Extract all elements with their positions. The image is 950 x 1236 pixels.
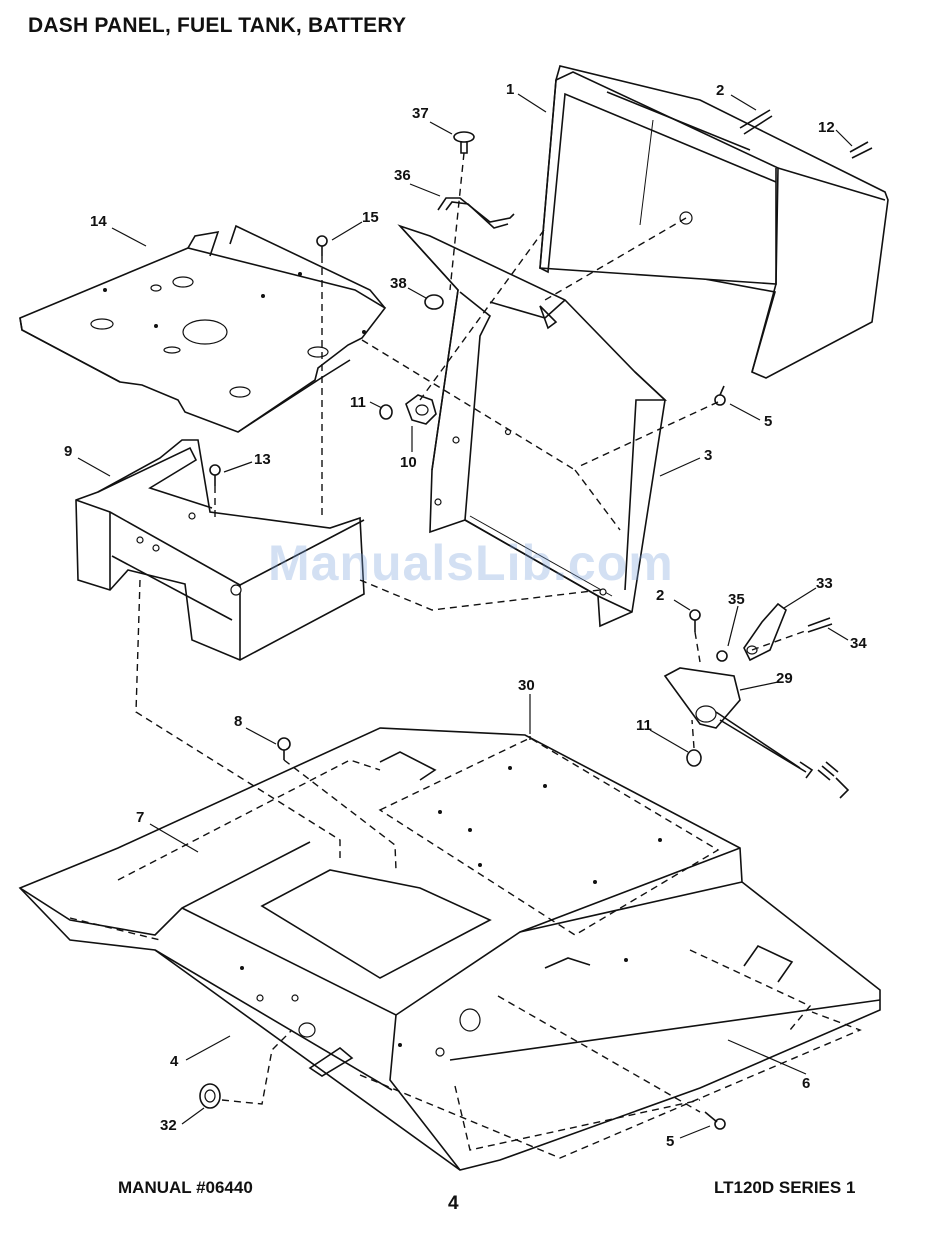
callout-4: 4	[170, 1053, 179, 1070]
callout-15: 15	[362, 209, 379, 226]
part-37-knob	[454, 132, 474, 153]
part-33-throttle-lever	[744, 604, 786, 660]
callout-8: 8	[234, 713, 242, 730]
callout-12: 12	[818, 119, 835, 136]
screw-2-right	[690, 610, 700, 632]
callout-9: 9	[64, 443, 72, 460]
part-36-handle	[438, 198, 514, 228]
screw-13	[210, 465, 220, 486]
part-11-nut-b	[687, 750, 701, 766]
screw-34	[808, 618, 832, 632]
part-14-battery-tray	[20, 226, 385, 432]
model-series: LT120D SERIES 1	[714, 1178, 855, 1198]
part-38-nut	[425, 295, 443, 309]
page-number: 4	[448, 1193, 459, 1215]
callout-33: 33	[816, 575, 833, 592]
callout-2-top: 2	[716, 82, 724, 99]
callout-30: 30	[518, 677, 535, 694]
callout-1: 1	[506, 81, 514, 98]
screw-8	[278, 738, 290, 760]
part-4-frame	[20, 728, 880, 1170]
callout-29: 29	[776, 670, 793, 687]
callout-36: 36	[394, 167, 411, 184]
callout-6: 6	[802, 1075, 810, 1092]
callout-38: 38	[390, 275, 407, 292]
callout-32: 32	[160, 1117, 177, 1134]
watermark: ManualsLib.com	[268, 534, 674, 592]
callout-34: 34	[850, 635, 867, 652]
part-32-plug	[200, 1084, 220, 1108]
part-35-nut	[717, 651, 727, 661]
callout-14: 14	[90, 213, 107, 230]
callout-5-top: 5	[764, 413, 772, 430]
callout-7: 7	[136, 809, 144, 826]
callout-10: 10	[400, 454, 417, 471]
callout-13: 13	[254, 451, 271, 468]
callout-11-left: 11	[350, 394, 366, 411]
callout-37: 37	[412, 105, 429, 122]
part-11-nut-a	[380, 405, 392, 419]
callout-5-bottom: 5	[666, 1133, 674, 1150]
callout-11-right: 11	[636, 717, 652, 734]
screw-15	[317, 236, 327, 256]
callout-3: 3	[704, 447, 712, 464]
screw-12	[850, 142, 872, 158]
manual-number: MANUAL #06440	[118, 1178, 253, 1198]
callout-35: 35	[728, 591, 745, 608]
